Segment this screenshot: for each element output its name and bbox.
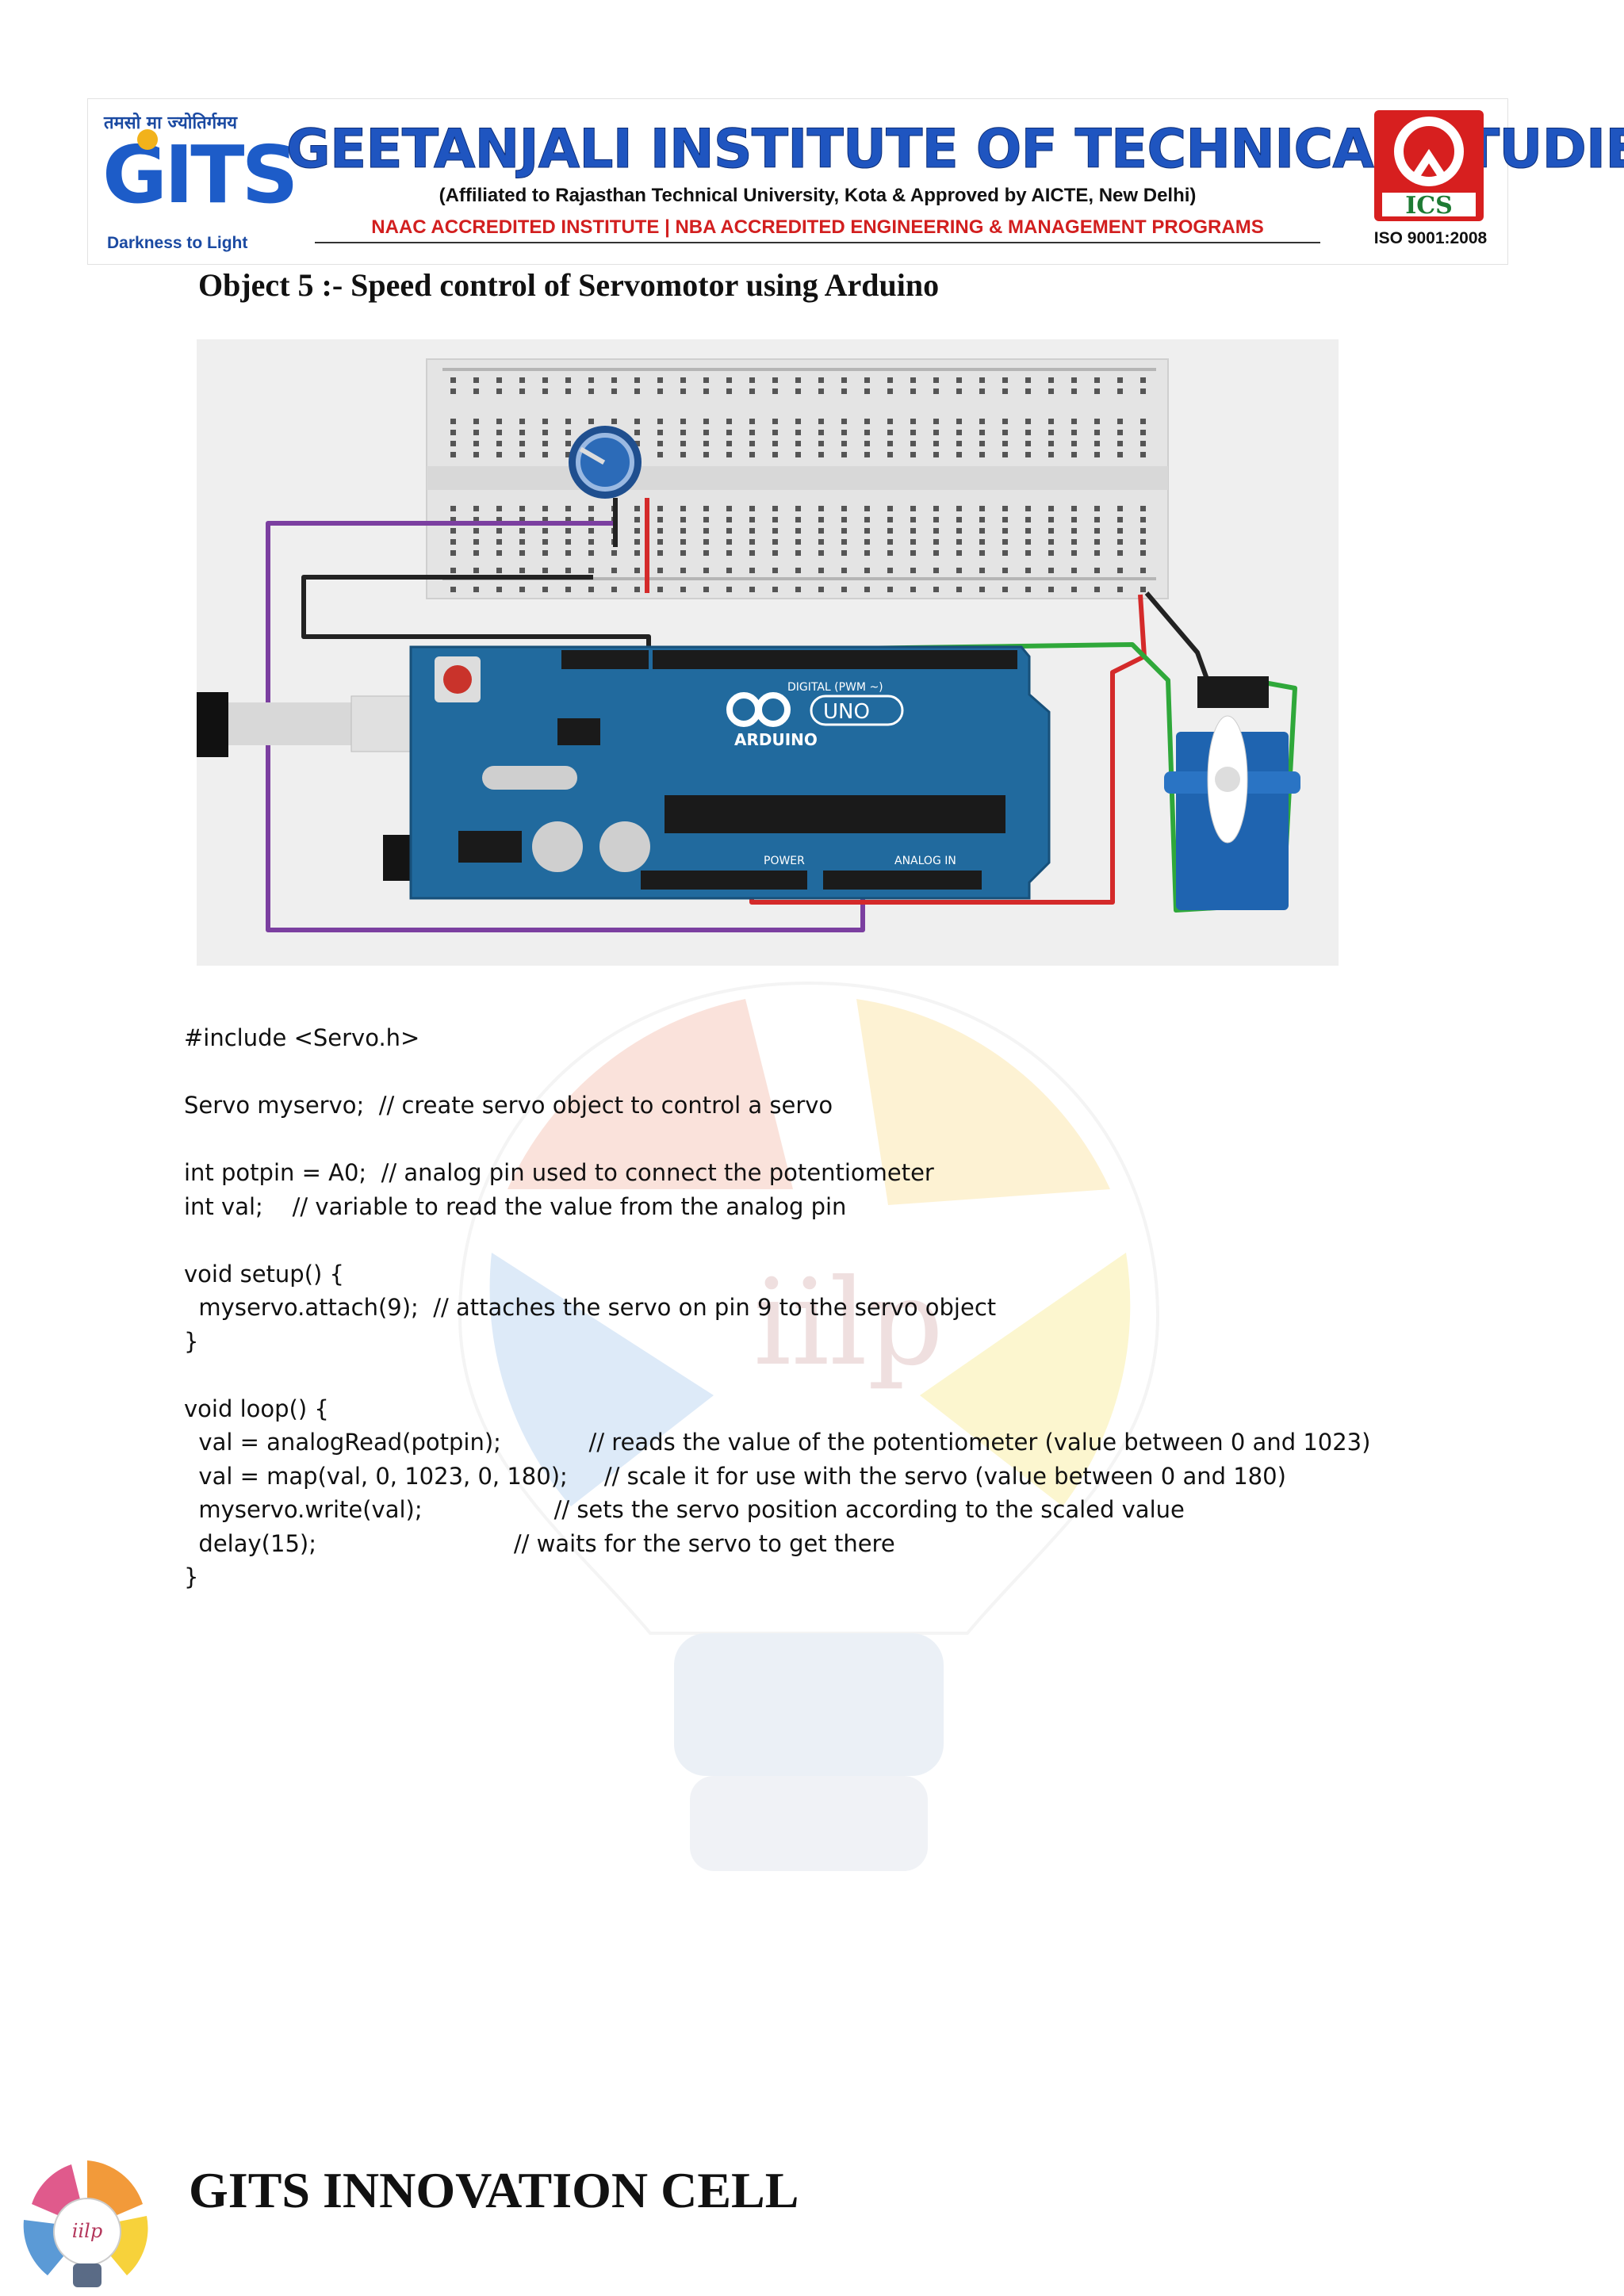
code-line: int val; // variable to read the value f… <box>184 1192 847 1220</box>
code-listing: #include <Servo.h> Servo myservo; // crea… <box>184 1021 1370 1594</box>
gits-logo-text: GITS <box>102 128 299 221</box>
iso-label: ISO 9001:2008 <box>1373 229 1488 247</box>
code-line: #include <Servo.h> <box>184 1024 420 1051</box>
ics-logo: ICS ISO 9001:2008 <box>1363 110 1490 258</box>
code-line: void loop() { <box>184 1395 329 1422</box>
breadboard <box>426 358 1169 599</box>
watermark-script: iilp <box>753 1254 944 1392</box>
code-line: myservo.attach(9); // attaches the servo… <box>184 1294 997 1321</box>
board-model: UNO <box>823 700 870 724</box>
code-line: delay(15); // waits for the servo to get… <box>184 1529 895 1557</box>
affiliation-line: (Affiliated to Rajasthan Technical Unive… <box>439 185 1197 206</box>
gits-logo: तमसो मा ज्योतिर्गमय GITS Darkness to Lig… <box>102 110 299 253</box>
power-label: POWER <box>764 855 805 867</box>
code-line: myservo.write(val); // sets the servo po… <box>184 1496 1185 1523</box>
analog-label: ANALOG IN <box>894 855 956 867</box>
potentiometer-icon <box>569 426 642 499</box>
logo-tagline: Darkness to Light <box>107 234 248 252</box>
code-line: void setup() { <box>184 1260 344 1288</box>
wire-black <box>301 575 651 656</box>
code-line: Servo myservo; // create servo object to… <box>184 1092 833 1119</box>
board-brand: ARDUINO <box>734 730 818 749</box>
institute-name: GEETANJALI INSTITUTE OF TECHNICAL STUDIE… <box>286 118 1624 182</box>
code-line: int potpin = A0; // analog pin used to c… <box>184 1159 934 1186</box>
code-line: } <box>184 1327 199 1355</box>
code-line <box>184 1055 1370 1089</box>
servo-motor-icon <box>1164 676 1300 910</box>
code-line: } <box>184 1563 199 1590</box>
circuit-diagram: ARDUINO UNO DIGITAL (PWM ~) POWER ANALOG… <box>197 339 1339 966</box>
accreditation-line: NAAC ACCREDITED INSTITUTE | NBA ACCREDIT… <box>315 216 1320 243</box>
code-line <box>184 1223 1370 1257</box>
object-title: Object 5 :- Speed control of Servomotor … <box>198 267 940 303</box>
digital-label: DIGITAL (PWM ~) <box>787 681 883 694</box>
ics-letters: ICS <box>1405 192 1453 220</box>
innovation-cell-logo: iilp <box>23 2160 148 2287</box>
wire-purple <box>266 521 865 932</box>
code-line <box>184 1358 1370 1392</box>
footer-logo-text: iilp <box>72 2220 102 2242</box>
ics-emblem: ICS <box>1374 110 1484 221</box>
code-line: val = analogRead(potpin); // reads the v… <box>184 1429 1371 1456</box>
arduino-uno-board: ARDUINO UNO DIGITAL (PWM ~) POWER ANALOG… <box>409 645 1051 900</box>
code-line <box>184 1123 1370 1157</box>
motto-text: तमसो मा ज्योतिर्गमय <box>104 113 238 133</box>
institute-header: तमसो मा ज्योतिर्गमय GITS Darkness to Lig… <box>87 98 1624 265</box>
footer-title: GITS INNOVATION CELL <box>189 2162 799 2218</box>
wire-green <box>850 642 1297 913</box>
bulb-watermark: iilp <box>458 981 1160 1871</box>
code-line: val = map(val, 0, 1023, 0, 180); // scal… <box>184 1462 1286 1490</box>
logo-dot-icon <box>137 129 158 150</box>
